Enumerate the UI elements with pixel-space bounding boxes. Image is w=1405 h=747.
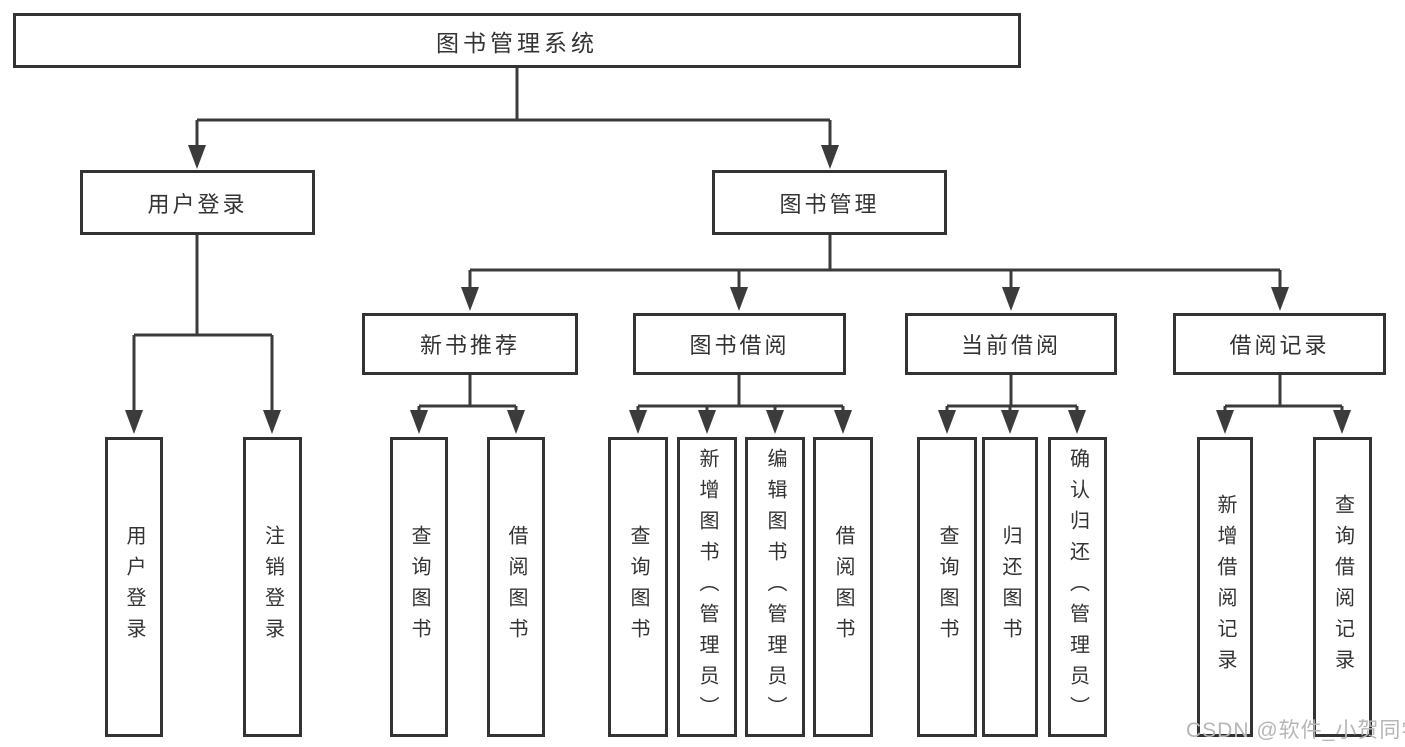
node-label: 当前借阅 [960,333,1061,358]
node-new-book-recommendation: 新书推荐 [362,313,578,375]
node-label: 查询借阅记录 [1331,494,1354,680]
node-label: 图书管理系统 [436,29,598,56]
node-label: 编辑图书（管理员） [764,447,786,727]
leaf-query-books-current: 查询图书 [917,437,977,737]
edges-root [188,68,839,169]
node-label: 借阅记录 [1229,333,1330,358]
edges-book-borrowing [629,375,852,434]
node-book-management: 图书管理 [712,170,947,235]
node-borrowing-records: 借阅记录 [1173,313,1386,375]
leaf-add-borrow-record: 新增借阅记录 [1197,437,1253,737]
leaf-edit-books-admin: 编辑图书（管理员） [745,437,805,737]
leaf-query-books-recommend: 查询图书 [390,437,448,737]
leaf-return-books: 归还图书 [982,437,1038,737]
node-label: 查询图书 [936,525,958,649]
node-label: 新书推荐 [419,333,520,358]
node-book-borrowing: 图书借阅 [633,313,846,375]
leaf-add-books-admin: 新增图书（管理员） [677,437,737,737]
node-label: 注销登录 [261,525,284,649]
node-label: 查询图书 [408,525,430,649]
node-label: 用户登录 [147,191,248,217]
edges-book-management [461,235,1289,311]
csdn-watermark: CSDN @软件_小贺同学 [1186,719,1405,742]
node-label: 用户登录 [123,525,145,649]
leaf-user-login: 用户登录 [105,437,163,737]
leaf-confirm-return-admin: 确认归还（管理员） [1048,437,1107,737]
node-library-management-system: 图书管理系统 [13,13,1021,68]
node-label: 查询图书 [627,525,649,649]
leaf-borrow-books-recommend: 借阅图书 [487,437,545,737]
leaf-borrow-books-borrowing: 借阅图书 [813,437,873,737]
node-label: 新增借阅记录 [1214,494,1236,680]
node-current-borrowing: 当前借阅 [905,313,1117,375]
node-label: 借阅图书 [832,525,854,649]
node-label: 图书借阅 [689,333,790,358]
edges-current-borrowing [938,375,1086,434]
node-label: 确认归还（管理员） [1066,447,1089,727]
edges-new-book-recommendation [410,375,525,434]
edges-user-login [125,235,281,434]
node-label: 图书管理 [779,191,880,217]
edges-borrowing-records [1216,375,1351,434]
node-label: 归还图书 [999,525,1021,649]
leaf-query-borrow-record: 查询借阅记录 [1313,437,1372,737]
leaf-logout: 注销登录 [243,437,302,737]
node-label: 新增图书（管理员） [696,447,718,727]
node-user-login: 用户登录 [80,170,315,235]
node-label: 借阅图书 [505,525,527,649]
leaf-query-books-borrowing: 查询图书 [608,437,668,737]
